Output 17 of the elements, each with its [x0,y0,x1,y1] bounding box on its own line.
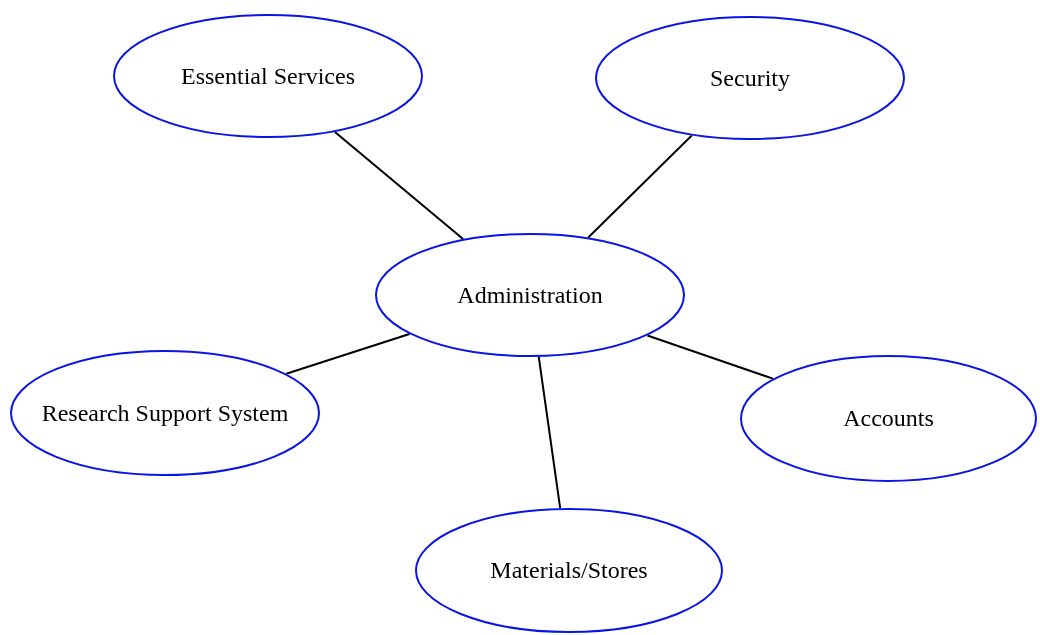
node-label: Accounts [843,404,934,434]
node-label: Security [710,63,790,93]
connector-line [587,134,693,239]
connector-line [285,332,411,375]
node-label: Research Support System [41,398,289,428]
oval-node [375,233,685,357]
node-label: Essential Services [181,61,355,91]
oval-node [595,16,905,140]
connector-line [333,130,465,241]
oval-node [113,14,423,138]
connector-line [646,334,774,380]
oval-node [415,508,723,633]
oval-node [740,355,1037,482]
connector-line [537,355,562,510]
oval-node [10,350,320,476]
node-label: Materials/Stores [490,556,648,586]
node-label: Administration [457,280,603,310]
